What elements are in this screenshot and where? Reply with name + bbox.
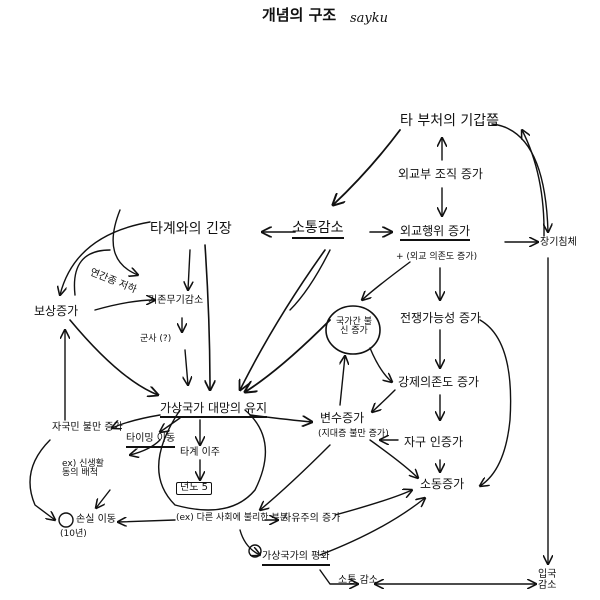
- edge-tension-to-result: [60, 221, 151, 295]
- node-other-move: 타계 이주: [180, 447, 220, 458]
- edge-chain-to-loss: [118, 520, 176, 522]
- node-existence-cost: 기존무기감소: [148, 295, 204, 306]
- node-other-world-tension: 타계와의 긴장: [150, 221, 232, 237]
- edge-comm-down: [289, 249, 331, 311]
- edge-longterm-to-right: [522, 130, 545, 237]
- node-military: 군사 (?): [140, 334, 172, 344]
- node-variable-sub: (지대증 불만 증가): [318, 429, 389, 439]
- node-loss-sub: (10년): [60, 529, 87, 539]
- node-variable-up: 변수증가: [320, 411, 365, 425]
- node-virtual-peace: 가상국가의 평화: [262, 551, 330, 566]
- node-result-increase: 보상증가: [34, 304, 79, 318]
- signature: sayku: [350, 11, 389, 26]
- edge-tension-to-national: [204, 244, 210, 390]
- node-bottom-chain: (ex) 다른 사회에 불리한 부분: [176, 513, 288, 523]
- node-comm-decline-2: 소통 감소: [338, 575, 378, 586]
- edge-trust-to-national: [245, 319, 331, 392]
- edge-selfnew-to-disband: [334, 490, 412, 516]
- node-overseas-decline: 타 부처의 기갑쯤: [400, 113, 500, 129]
- node-long-term: 장기침체: [540, 237, 577, 248]
- edge-timing-to-desire: [130, 439, 161, 455]
- edge-trust-to-interior: [369, 347, 392, 382]
- edge-tension-to-existence: [188, 249, 190, 290]
- edge-topnode-to-comm: [333, 129, 401, 205]
- edge-peace-to-disband: [319, 498, 425, 556]
- edge-interior-to-variable: [372, 389, 396, 412]
- loss-circle: [58, 512, 74, 528]
- node-interior-up: 강제의존도 증가: [398, 375, 480, 389]
- node-input: 입국 감소: [538, 569, 557, 591]
- edge-variable-to-trust: [340, 356, 345, 406]
- edge-result-to-existence: [94, 300, 155, 311]
- trust-circle: [325, 305, 381, 355]
- edge-variable-to-disband: [369, 439, 418, 478]
- edge-diplomacy-to-trust: [362, 261, 411, 300]
- edge-national-loop: [157, 409, 267, 511]
- edge-national-to-timing: [160, 417, 181, 432]
- edge-chain-to-peace: [239, 529, 260, 555]
- node-national-big: 가상국가 대망의 유지: [160, 402, 267, 418]
- node-diplomacy-sub: + (외교 의존도 증가): [396, 252, 478, 262]
- node-self-new: 자유주의 증가: [282, 513, 341, 524]
- edge-peace-to-comm: [319, 569, 358, 584]
- edge-result-to-national: [69, 319, 158, 395]
- node-diplomacy-increase: 외교행위 증가: [400, 225, 471, 241]
- edge-national-to-self: [112, 414, 161, 428]
- edge-power-to-disband: [480, 319, 512, 486]
- edge-comm-to-national: [240, 249, 326, 390]
- node-self-decide: 자국민 불만 증가: [52, 422, 123, 433]
- node-self-reduce: 자구 인증가: [404, 435, 464, 449]
- edge-bell-to-national: [185, 349, 188, 385]
- edge-desire-to-loss: [96, 489, 111, 508]
- page-title: 개념의 구조: [262, 6, 337, 24]
- node-disband: 소동증가: [420, 477, 465, 491]
- node-diplomatic-increase: 외교부 조직 증가: [398, 167, 483, 181]
- edge-cost-curve: [112, 209, 138, 275]
- peace-circle: [248, 544, 262, 558]
- node-power-increase: 전쟁가능성 증가: [400, 311, 482, 325]
- edge-result-to-cost: [73, 249, 111, 296]
- edge-self-loop: [29, 439, 55, 520]
- edge-variable-to-chain: [260, 444, 331, 510]
- edge-topnode-to-longterm: [491, 123, 548, 232]
- node-timing: 타이밍 이동: [126, 433, 176, 448]
- node-year-5: 년도 5: [176, 482, 212, 495]
- node-communication-decline: 소통감소: [292, 221, 344, 239]
- node-trust-down: 국가간 불신 증가: [336, 317, 372, 337]
- node-desire-small: ex) 신생활 동의 배척: [62, 459, 104, 479]
- node-loss-move: 손실 이동: [76, 514, 116, 525]
